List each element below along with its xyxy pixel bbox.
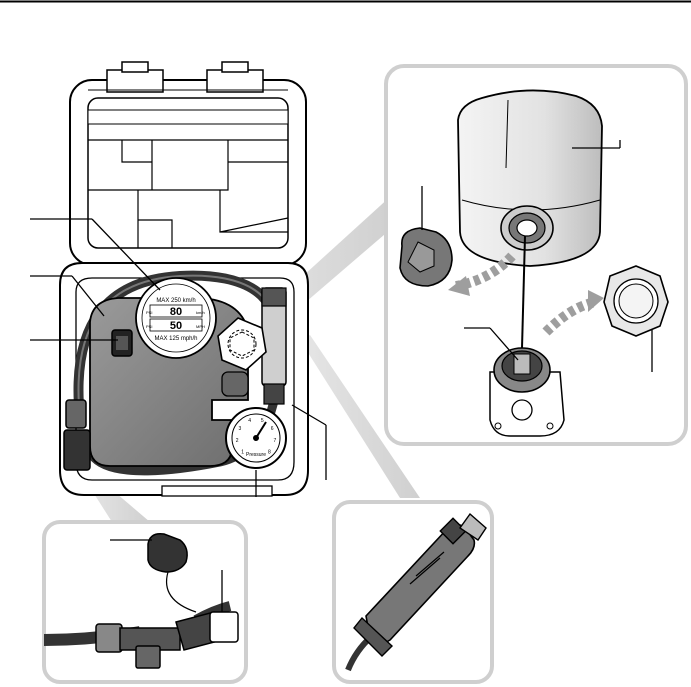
case-latch-right — [206, 69, 264, 93]
valve-leader-b — [489, 327, 519, 361]
gauge-tick-3: 3 — [239, 426, 242, 432]
sticker-lower-value: 50 — [170, 320, 182, 332]
leader-line-plug — [291, 404, 327, 426]
leader-line-1b — [91, 218, 161, 291]
speed-limit-sticker: MAX 250 km/h 80 PSI km/h 50 PSI MPH MAX … — [135, 277, 217, 359]
sticker-lower-left: PSI — [146, 324, 152, 329]
sticker-upper-left: PSI — [146, 310, 152, 315]
gauge-tick-6: 6 — [271, 426, 274, 432]
case-latch-left — [106, 69, 164, 93]
sealant-bottle-inset — [384, 64, 688, 446]
bottle-cap-position — [217, 317, 267, 371]
remove-cap-arrowhead — [448, 276, 470, 296]
lid-top-band — [87, 109, 289, 125]
gauge-tick-7: 7 — [274, 438, 277, 444]
gauge-tick-4: 4 — [248, 418, 251, 424]
case-latch-right-tab — [221, 61, 249, 73]
sticker-upper-value: 80 — [170, 306, 182, 318]
valve-fitting-in-case — [65, 399, 87, 429]
gauge-tick-8: 8 — [268, 449, 271, 455]
case-latch-left-tab — [121, 61, 149, 73]
sticker-top-text: MAX 250 km/h — [156, 298, 195, 304]
case-base-foot — [161, 485, 273, 497]
attach-valve-arrowhead — [588, 290, 604, 312]
gauge-tick-2: 2 — [236, 438, 239, 444]
sealant-bottle — [457, 89, 603, 267]
remove-cap-dashed-arrow — [455, 252, 516, 291]
inset-dust-cap — [147, 532, 188, 573]
valve-connector-inset — [42, 520, 248, 684]
lid-compartments — [88, 139, 289, 248]
hose-connector — [221, 371, 249, 397]
power-plug-inset — [332, 500, 494, 684]
gauge-tick-5: 5 — [261, 418, 264, 424]
gauge-tick-1: 1 — [241, 449, 244, 455]
sticker-bottom-text: MAX 125 mph/h — [154, 336, 197, 342]
sticker-lower-right: MPH — [196, 324, 205, 329]
beam-to-plug-inset — [300, 335, 420, 498]
inset-hose-fitting — [95, 623, 123, 653]
rocker-switch-face — [116, 336, 128, 350]
gauge-brand-label: Pressure — [246, 452, 266, 458]
leader-line-2b — [71, 275, 105, 317]
sticker-upper-right: km/h — [196, 310, 205, 315]
